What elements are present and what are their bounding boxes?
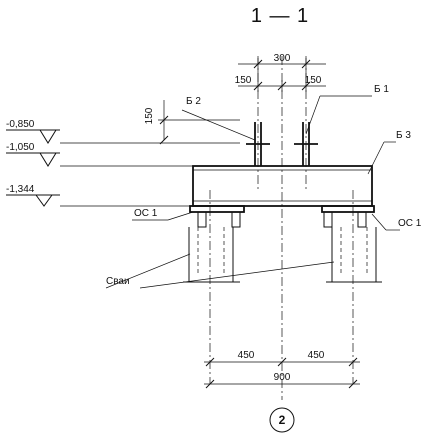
dim-top-width: 300 bbox=[274, 53, 291, 64]
elevation-label-1: -0,850 bbox=[6, 119, 35, 130]
label-os-left: ОС 1 bbox=[134, 208, 158, 219]
dim-bottom-total: 900 bbox=[274, 372, 291, 383]
axis-marker-bubble bbox=[269, 407, 295, 433]
section-title: 1 — 1 bbox=[251, 5, 309, 27]
anchor-bolt-left bbox=[246, 122, 270, 166]
elevation-marks bbox=[6, 129, 240, 207]
label-b2: Б 2 bbox=[186, 96, 201, 107]
dim-top-right: 150 bbox=[305, 75, 322, 86]
dim-bottom-left: 450 bbox=[238, 350, 255, 361]
top-dimension-chain bbox=[238, 58, 326, 92]
pile-left bbox=[183, 227, 240, 283]
dim-vertical: 150 bbox=[144, 107, 155, 124]
label-os-right: ОС 1 bbox=[398, 218, 422, 229]
elevation-label-3: -1,344 bbox=[6, 184, 35, 195]
leader-lines bbox=[105, 95, 400, 289]
grillage-slab bbox=[192, 165, 373, 207]
label-b1: Б 1 bbox=[374, 84, 389, 95]
support-connection-right bbox=[321, 205, 375, 228]
anchor-bolt-right bbox=[294, 122, 318, 166]
dim-top-left: 150 bbox=[235, 75, 252, 86]
support-connection-left bbox=[189, 205, 245, 228]
label-b3: Б 3 bbox=[396, 130, 411, 141]
bottom-dimension-chain bbox=[204, 357, 360, 389]
dim-bottom-right: 450 bbox=[308, 350, 325, 361]
elevation-label-2: -1,050 bbox=[6, 142, 35, 153]
pile-right bbox=[326, 227, 382, 283]
axis-marker-label: 2 bbox=[279, 413, 286, 427]
vertical-dimension bbox=[158, 100, 240, 145]
label-piles: Сваи bbox=[106, 276, 130, 287]
